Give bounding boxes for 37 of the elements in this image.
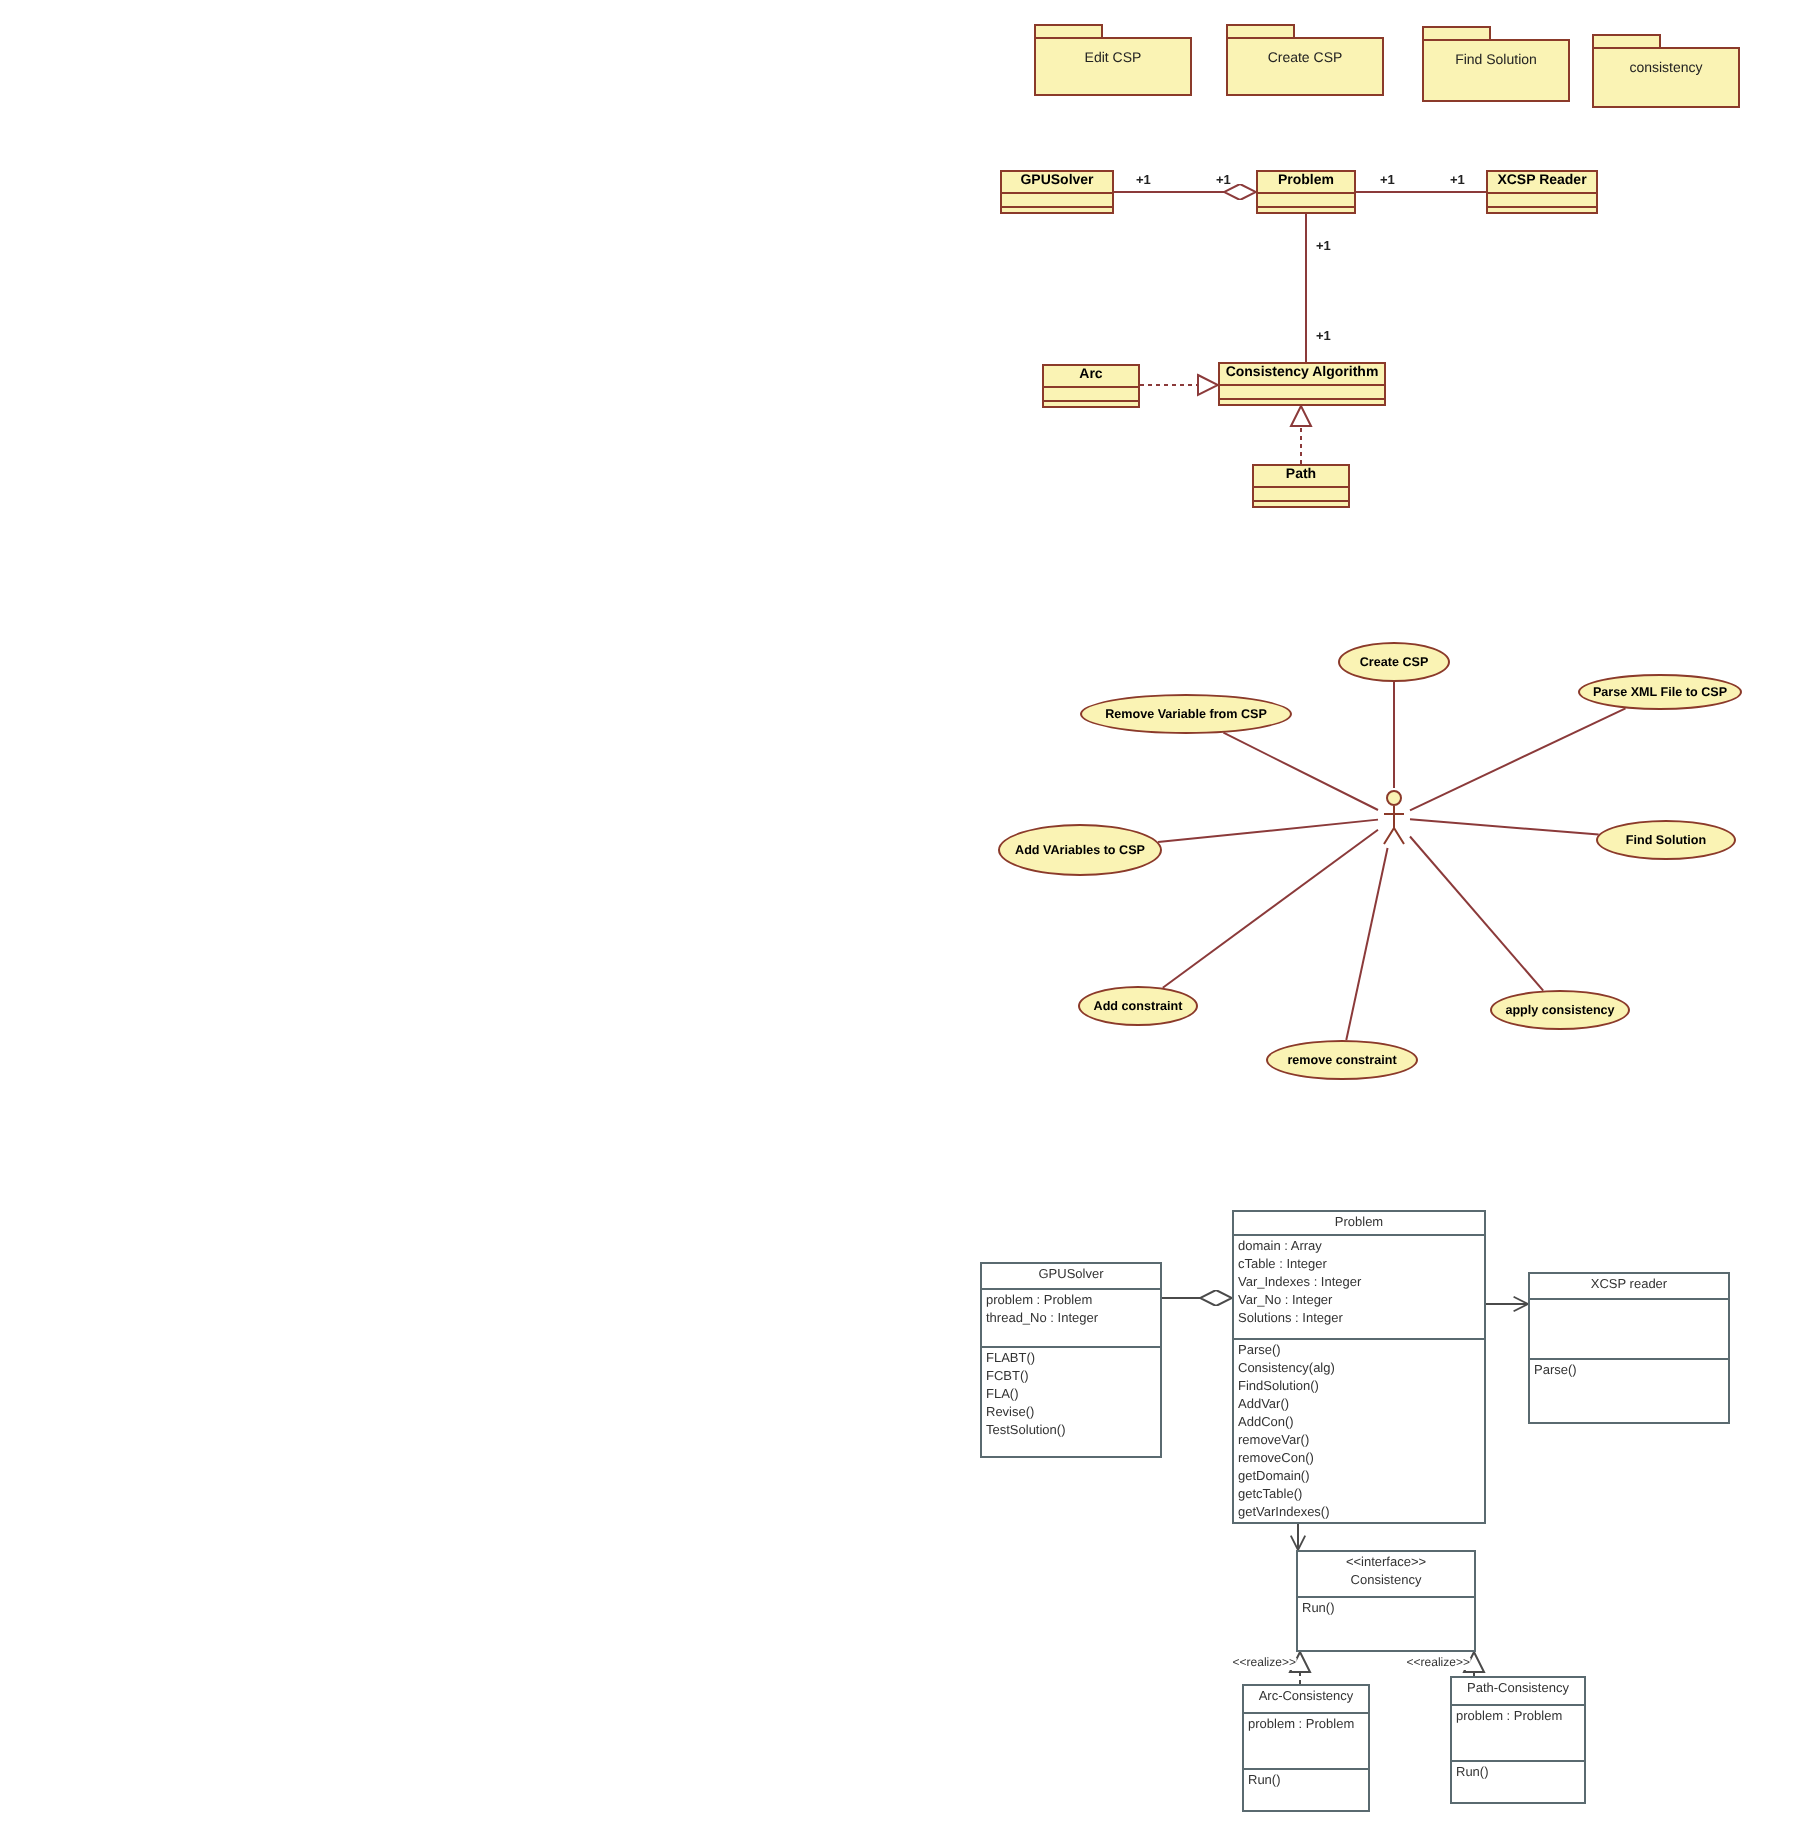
class-box	[1450, 1676, 1586, 1804]
association-line	[1305, 213, 1307, 363]
use-case-ellipse	[1338, 642, 1450, 682]
navigation-arrow	[1289, 1523, 1307, 1551]
class-box	[980, 1262, 1162, 1458]
association-line	[1409, 835, 1545, 992]
package-folder	[1226, 24, 1384, 96]
package-folder	[1592, 34, 1740, 108]
class-box	[1242, 1684, 1370, 1812]
realization-arrow	[1139, 374, 1219, 396]
realization-arrow	[1289, 1651, 1311, 1685]
class-box	[1528, 1272, 1730, 1424]
association-line	[1409, 818, 1600, 836]
class-box	[1000, 170, 1114, 214]
aggregation-line	[1161, 1289, 1233, 1307]
realization-arrow	[1463, 1651, 1485, 1677]
use-case-ellipse	[1078, 986, 1198, 1026]
navigation-arrow	[1485, 1295, 1529, 1313]
association-line	[1409, 707, 1627, 812]
association-line	[1393, 681, 1395, 789]
package-folder	[1422, 26, 1570, 102]
class-box	[1218, 362, 1386, 406]
class-box	[1232, 1210, 1486, 1524]
class-box	[1296, 1550, 1476, 1652]
realization-arrow	[1290, 405, 1312, 465]
association-line	[1157, 818, 1379, 844]
association-line	[1355, 191, 1487, 193]
association-line	[1345, 847, 1389, 1042]
class-box	[1252, 464, 1350, 508]
package-folder	[1034, 24, 1192, 96]
class-box	[1486, 170, 1598, 214]
aggregation-line	[1113, 183, 1257, 201]
actor-figure	[1378, 788, 1410, 848]
class-box	[1256, 170, 1356, 214]
association-line	[1161, 828, 1379, 989]
class-box	[1042, 364, 1140, 408]
association-line	[1222, 731, 1379, 811]
